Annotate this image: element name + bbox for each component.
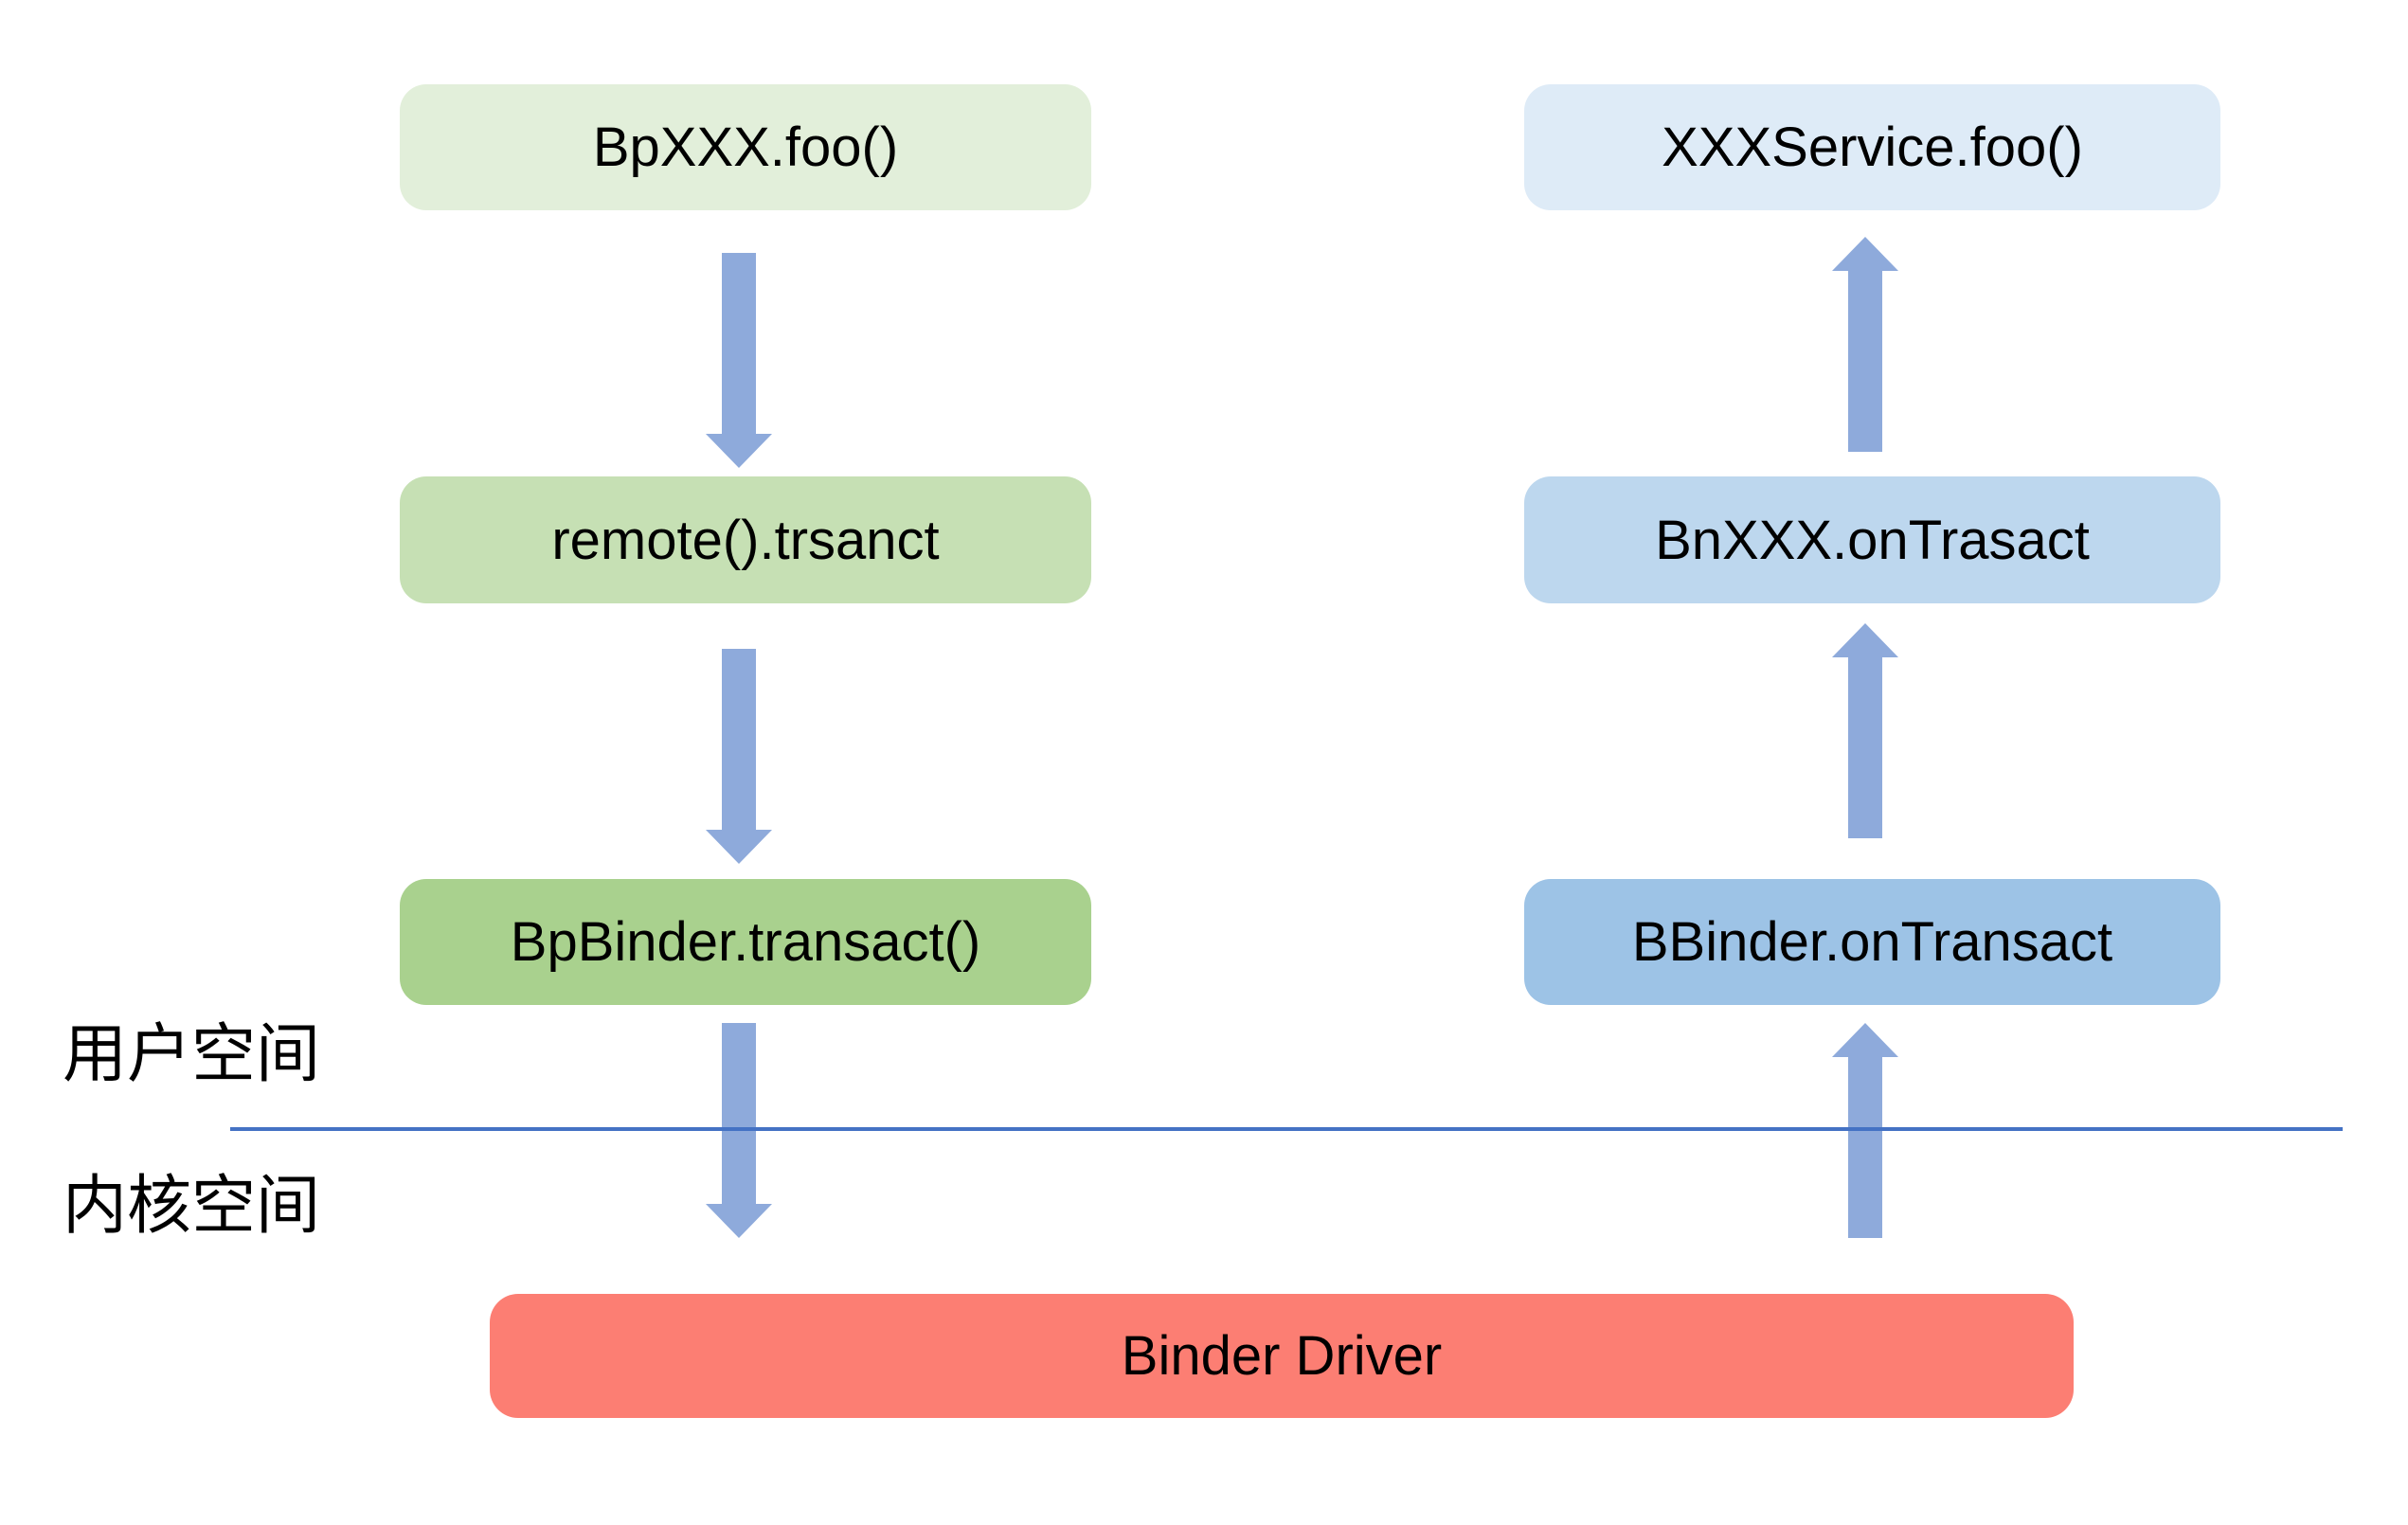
node-xxxservice-foo: XXXService.foo(): [1524, 84, 2220, 210]
arrow-up-icon: [1832, 623, 1898, 838]
arrow-down-icon: [706, 253, 772, 468]
arrow-up-icon: [1832, 237, 1898, 452]
node-bbinder-ontransact: BBinder.onTransact: [1524, 879, 2220, 1005]
node-bnxxx-ontrasact: BnXXX.onTrasact: [1524, 476, 2220, 603]
node-binder-driver: Binder Driver: [490, 1294, 2074, 1418]
space-divider-line: [230, 1127, 2343, 1131]
node-bpbinder-transact: BpBinder.transact(): [400, 879, 1091, 1005]
kernel-space-label: 内核空间: [63, 1170, 321, 1242]
user-space-label: 用户空间: [63, 1018, 321, 1090]
node-remote-trsanct: remote().trsanct: [400, 476, 1091, 603]
arrow-down-icon: [706, 649, 772, 864]
node-bpxxx-foo: BpXXX.foo(): [400, 84, 1091, 210]
